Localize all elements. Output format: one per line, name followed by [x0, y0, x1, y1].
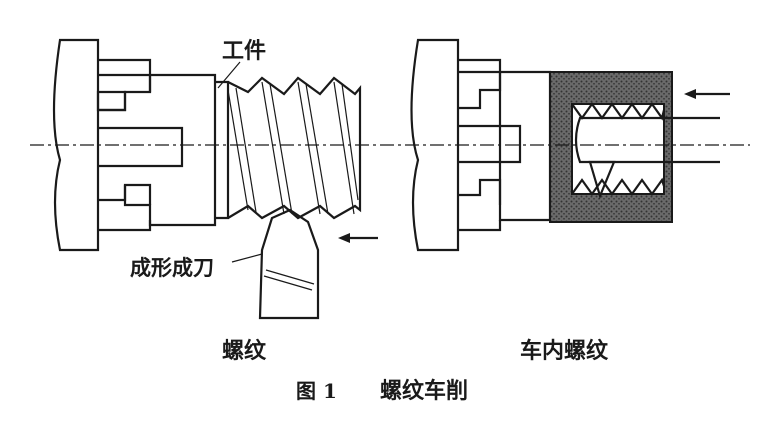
workpiece-label: 工件	[222, 38, 266, 64]
right-caption: 车内螺纹	[520, 338, 609, 364]
workpiece-leader	[217, 61, 241, 89]
tool-leader	[231, 253, 263, 263]
left-jaw-upper	[96, 90, 127, 112]
left-tool-edge	[263, 275, 313, 291]
right-tool-tip	[588, 160, 616, 200]
figure-number: 图 1	[296, 379, 337, 403]
left-feed-arrow	[338, 233, 378, 243]
left-workpiece-outline	[215, 80, 230, 220]
right-chuck-jaws	[458, 58, 502, 232]
left-view	[52, 38, 378, 320]
right-boring-bar	[574, 116, 720, 164]
right-chuck-body	[410, 38, 460, 252]
left-caption: 螺纹	[222, 338, 267, 364]
left-collar	[123, 73, 217, 227]
left-forming-tool	[258, 208, 320, 320]
left-spindle-bore	[98, 126, 184, 168]
left-thread-helix	[227, 81, 359, 215]
right-feed-arrow	[684, 89, 730, 99]
right-view	[410, 38, 730, 252]
left-tool-edge-2	[265, 269, 315, 285]
right-internal-thread-bottom	[571, 177, 666, 196]
figure-title: 螺纹车削	[380, 378, 468, 404]
right-collar	[498, 70, 552, 222]
left-chuck-body	[52, 38, 100, 252]
forming-tool-label: 成形成刀	[130, 255, 214, 280]
right-spindle-bore	[458, 124, 522, 164]
left-thread-top	[227, 76, 362, 220]
